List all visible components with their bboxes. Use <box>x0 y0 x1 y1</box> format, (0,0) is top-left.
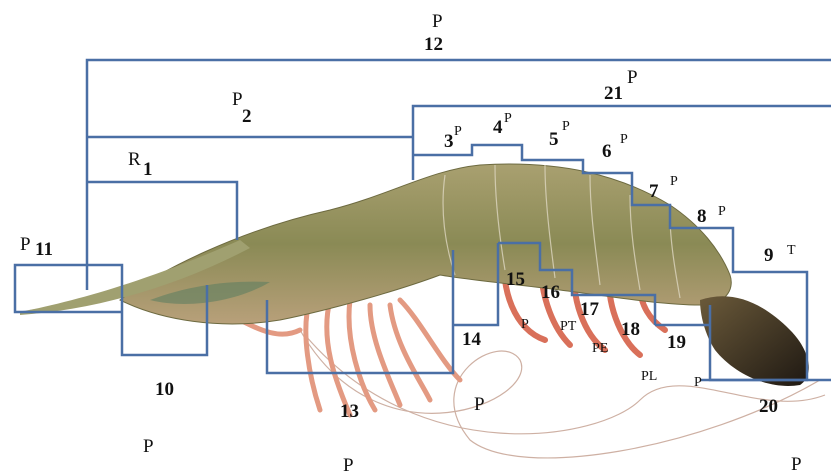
label-p-bottom-left: P <box>143 437 154 456</box>
label-2: 2 <box>242 107 252 126</box>
label-p-bottom-right: P <box>791 455 802 473</box>
label-7: 7 <box>649 182 659 201</box>
label-12: 12 <box>424 35 443 54</box>
tail-fan <box>700 296 809 386</box>
label-20: 20 <box>759 397 778 416</box>
label-13: 13 <box>340 402 359 421</box>
label-p-6: P <box>620 133 628 147</box>
label-p-14: P <box>521 318 529 332</box>
label-3: 3 <box>444 132 454 151</box>
label-t: T <box>787 244 796 258</box>
label-4: 4 <box>493 118 503 137</box>
label-8: 8 <box>697 207 707 226</box>
label-p-3: P <box>454 125 462 139</box>
label-16: 16 <box>541 283 560 302</box>
label-p-2: P <box>232 90 243 109</box>
label-11: 11 <box>35 240 53 259</box>
label-19: 19 <box>667 333 686 352</box>
label-p-4: P <box>504 112 512 126</box>
label-p-7: P <box>670 175 678 189</box>
label-6: 6 <box>602 142 612 161</box>
label-p-bottom-mid: P <box>343 456 354 473</box>
label-p-11: P <box>20 235 31 254</box>
label-p-5: P <box>562 120 570 134</box>
label-p-8: P <box>718 205 726 219</box>
label-9: 9 <box>764 246 774 265</box>
label-pt: PT <box>560 320 576 334</box>
label-pe: PE <box>592 342 608 356</box>
label-1: 1 <box>143 160 153 179</box>
label-15: 15 <box>506 270 525 289</box>
label-10: 10 <box>155 380 174 399</box>
label-21: 21 <box>604 84 623 103</box>
label-14: 14 <box>462 330 481 349</box>
label-p-13: P <box>474 395 485 414</box>
label-17: 17 <box>580 300 599 319</box>
label-p-pl: P <box>694 376 702 390</box>
label-p-top: P <box>432 12 443 31</box>
label-5: 5 <box>549 130 559 149</box>
label-pl: PL <box>641 370 657 384</box>
label-p-21: P <box>627 68 638 87</box>
label-r: R <box>128 150 141 169</box>
label-18: 18 <box>621 320 640 339</box>
